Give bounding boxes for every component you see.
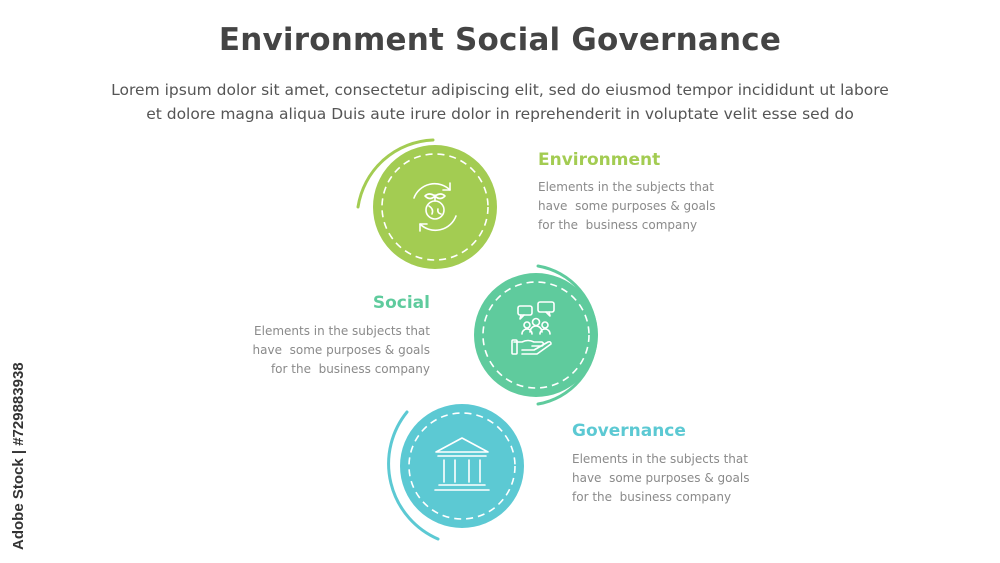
environment-description: Elements in the subjects that have some … xyxy=(538,180,716,232)
government-building-icon xyxy=(434,437,490,491)
social-heading: Social xyxy=(372,293,430,313)
social-circle xyxy=(474,273,598,397)
environment-dashed-ring xyxy=(381,153,489,261)
environment-heading: Environment xyxy=(538,150,661,170)
governance-circle xyxy=(400,404,524,528)
globe-recycle-icon xyxy=(413,182,457,232)
governance-outer-arc xyxy=(387,410,440,541)
social-dashed-ring xyxy=(482,281,590,389)
watermark-text: Adobe Stock | #729883938 xyxy=(10,362,27,550)
subtitle-line-2: et dolore magna aliqua Duis aute irure d… xyxy=(146,105,854,123)
stock-watermark: Adobe Stock | #729883938 xyxy=(6,310,30,550)
page-title: Environment Social Governance xyxy=(218,22,782,58)
environment-circle xyxy=(373,145,497,269)
social-description: Elements in the subjects that have some … xyxy=(252,324,430,376)
environment-node xyxy=(356,138,497,269)
governance-dashed-ring xyxy=(408,412,516,520)
people-hand-icon xyxy=(511,301,555,355)
governance-node xyxy=(387,404,524,541)
subtitle-line-1: Lorem ipsum dolor sit amet, consectetur … xyxy=(111,81,889,99)
page-subtitle: Lorem ipsum dolor sit amet, consectetur … xyxy=(40,78,960,126)
social-node xyxy=(474,264,598,406)
governance-heading: Governance xyxy=(572,421,686,441)
environment-outer-arc xyxy=(356,138,435,209)
governance-description: Elements in the subjects that have some … xyxy=(572,452,750,504)
